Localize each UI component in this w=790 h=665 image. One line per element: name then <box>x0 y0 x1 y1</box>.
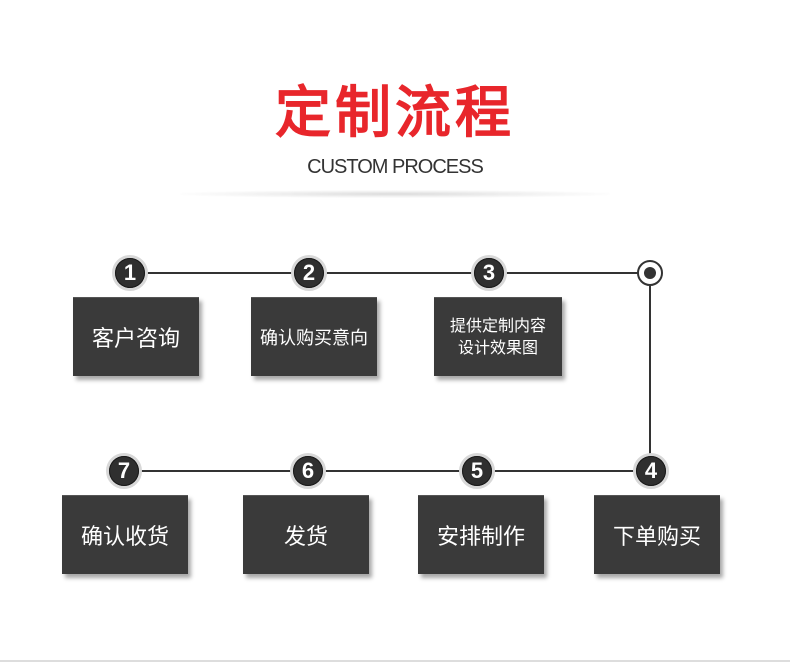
step-4-number-badge: 4 <box>633 453 669 489</box>
bottom-divider <box>0 660 790 662</box>
step-1-label: 客户咨询 <box>91 327 180 352</box>
step-5-box: 安排制作 <box>418 495 544 574</box>
step-5-number-badge: 5 <box>459 453 495 489</box>
title-divider-shadow <box>180 190 610 198</box>
step-7-box: 确认收货 <box>62 495 188 574</box>
step-3-box: 提供定制内容 设计效果图 <box>434 297 562 376</box>
step-2-number: 2 <box>294 258 324 288</box>
step-6-number-badge: 6 <box>290 453 326 489</box>
step-2-box: 确认购买意向 <box>251 297 377 376</box>
step-4-number: 4 <box>636 456 666 486</box>
step-3-label-line2: 设计效果图 <box>457 338 538 357</box>
page-subtitle: CUSTOM PROCESS <box>307 156 484 178</box>
step-4-box: 下单购买 <box>594 495 720 574</box>
step-5-label: 安排制作 <box>436 525 525 550</box>
step-1-number-badge: 1 <box>112 255 148 291</box>
step-1-number: 1 <box>115 258 145 288</box>
step-5-number: 5 <box>462 456 492 486</box>
step-7-label: 确认收货 <box>80 525 169 550</box>
step-2-label: 确认购买意向 <box>260 328 368 349</box>
step-6-label: 发货 <box>283 525 328 550</box>
path-endpoint-dot <box>644 267 656 279</box>
step-6-number: 6 <box>293 456 323 486</box>
step-4-label: 下单购买 <box>612 525 701 550</box>
step-3-number: 3 <box>474 258 504 288</box>
step-1-box: 客户咨询 <box>73 297 199 376</box>
path-endpoint-icon <box>637 260 663 286</box>
page-title: 定制流程 <box>275 81 515 146</box>
step-3-label-line1: 提供定制内容 <box>449 316 546 335</box>
step-6-box: 发货 <box>243 495 369 574</box>
step-7-number-badge: 7 <box>106 453 142 489</box>
step-2-number-badge: 2 <box>291 255 327 291</box>
step-7-number: 7 <box>109 456 139 486</box>
step-3-number-badge: 3 <box>471 255 507 291</box>
